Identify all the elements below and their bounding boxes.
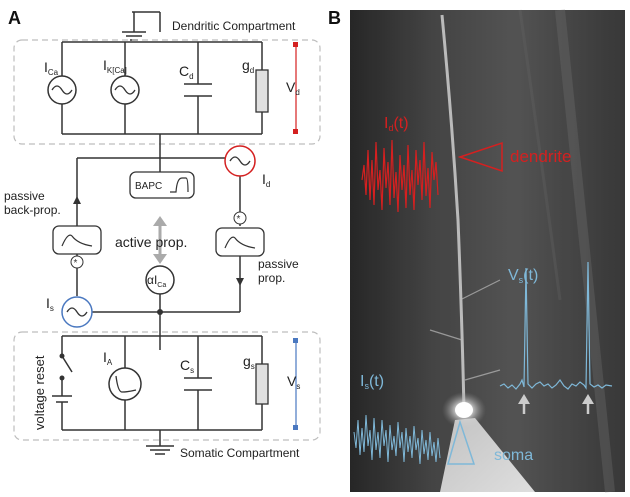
somatic-compartment-label: Somatic Compartment bbox=[180, 446, 300, 460]
dendrite-label: dendrite bbox=[510, 147, 571, 166]
id-trace-label: Id(t) bbox=[384, 115, 409, 133]
v-d-label: Vd bbox=[286, 79, 300, 97]
c-s-label: Cs bbox=[180, 357, 194, 375]
v-s-label: Vs bbox=[287, 373, 300, 391]
panel-b-label: B bbox=[328, 8, 341, 28]
svg-text:*: * bbox=[237, 214, 241, 225]
spike-arrow-1-icon bbox=[518, 394, 530, 414]
dendritic-compartment-box bbox=[13, 39, 321, 145]
somatic-circuit bbox=[52, 335, 263, 455]
voltage-reset-label: voltage reset bbox=[32, 355, 47, 430]
c-d-label: Cd bbox=[179, 63, 194, 81]
i-s-label: Is bbox=[46, 295, 54, 313]
junction-dot bbox=[157, 309, 163, 315]
convolution-symbol-upper: * bbox=[233, 211, 247, 225]
i-a-label: IA bbox=[103, 349, 113, 367]
g-d-resistor bbox=[255, 69, 269, 113]
passive-prop-line2: prop. bbox=[258, 271, 285, 285]
prop-filter-box bbox=[215, 227, 265, 257]
spike-arrow-2-icon bbox=[582, 394, 594, 414]
somatic-compartment-box bbox=[13, 331, 321, 441]
image-shade bbox=[350, 10, 625, 492]
convolution-symbol-lower: * bbox=[70, 255, 84, 269]
i-kca-label: IK[Ca] bbox=[103, 57, 127, 75]
soma-label: soma bbox=[494, 447, 533, 464]
microscope-image bbox=[350, 10, 625, 492]
alpha-i-ca-label: αICa bbox=[147, 273, 166, 289]
back-prop-filter-box bbox=[52, 225, 102, 255]
i-s-source-icon bbox=[61, 296, 93, 328]
switch-contact-lower bbox=[59, 375, 65, 381]
i-kca-source-icon bbox=[110, 75, 140, 105]
vs-trace-label: Vs(t) bbox=[508, 267, 538, 285]
vs-trace bbox=[499, 261, 613, 390]
id-trace bbox=[361, 139, 439, 213]
bapc-box bbox=[129, 171, 195, 199]
g-d-label: gd bbox=[242, 57, 254, 75]
svg-text:*: * bbox=[74, 258, 78, 269]
dendritic-circuit bbox=[61, 41, 263, 135]
background-fiber bbox=[555, 9, 615, 493]
dendrite-process bbox=[440, 14, 466, 411]
i-a-source-icon bbox=[108, 367, 142, 401]
prop-arrow-icon bbox=[236, 278, 244, 286]
passive-back-prop-line2: back-prop. bbox=[4, 203, 61, 217]
i-d-source-icon bbox=[222, 145, 256, 177]
passive-prop-line1: passive bbox=[258, 257, 299, 271]
g-s-label: gs bbox=[243, 353, 255, 371]
alpha-i-ca-source-icon bbox=[145, 265, 175, 295]
back-prop-arrow-icon bbox=[73, 196, 81, 204]
g-s-resistor bbox=[255, 363, 269, 405]
active-prop-double-arrow-icon bbox=[153, 216, 167, 264]
is-trace bbox=[353, 414, 441, 465]
dendritic-compartment-label: Dendritic Compartment bbox=[172, 19, 296, 33]
i-ca-source-icon bbox=[47, 75, 77, 105]
v-d-marker bbox=[293, 42, 298, 134]
bapc-label: BAPC bbox=[135, 181, 162, 192]
background-fiber-2 bbox=[518, 9, 562, 301]
active-prop-label: active prop. bbox=[115, 234, 187, 250]
panel-b: B Id(t) dendrite Vs(t) bbox=[328, 8, 625, 493]
panel-a: A Dendritic Compartment bbox=[4, 8, 321, 460]
i-d-label: Id bbox=[262, 171, 270, 189]
passive-back-prop-line1: passive bbox=[4, 189, 45, 203]
i-ca-label: ICa bbox=[44, 59, 59, 77]
soma-pointer-icon bbox=[447, 419, 476, 465]
patch-pipette bbox=[440, 418, 535, 492]
coupling-network bbox=[76, 134, 241, 350]
dendrite-pointer-icon bbox=[457, 141, 503, 173]
is-trace-label: Is(t) bbox=[360, 373, 384, 391]
switch-contact bbox=[59, 353, 65, 359]
panel-a-label: A bbox=[8, 8, 21, 28]
top-ground-icon bbox=[122, 11, 161, 41]
neurite-branches bbox=[429, 279, 501, 381]
soma-body bbox=[455, 402, 473, 418]
v-s-marker bbox=[293, 338, 298, 430]
